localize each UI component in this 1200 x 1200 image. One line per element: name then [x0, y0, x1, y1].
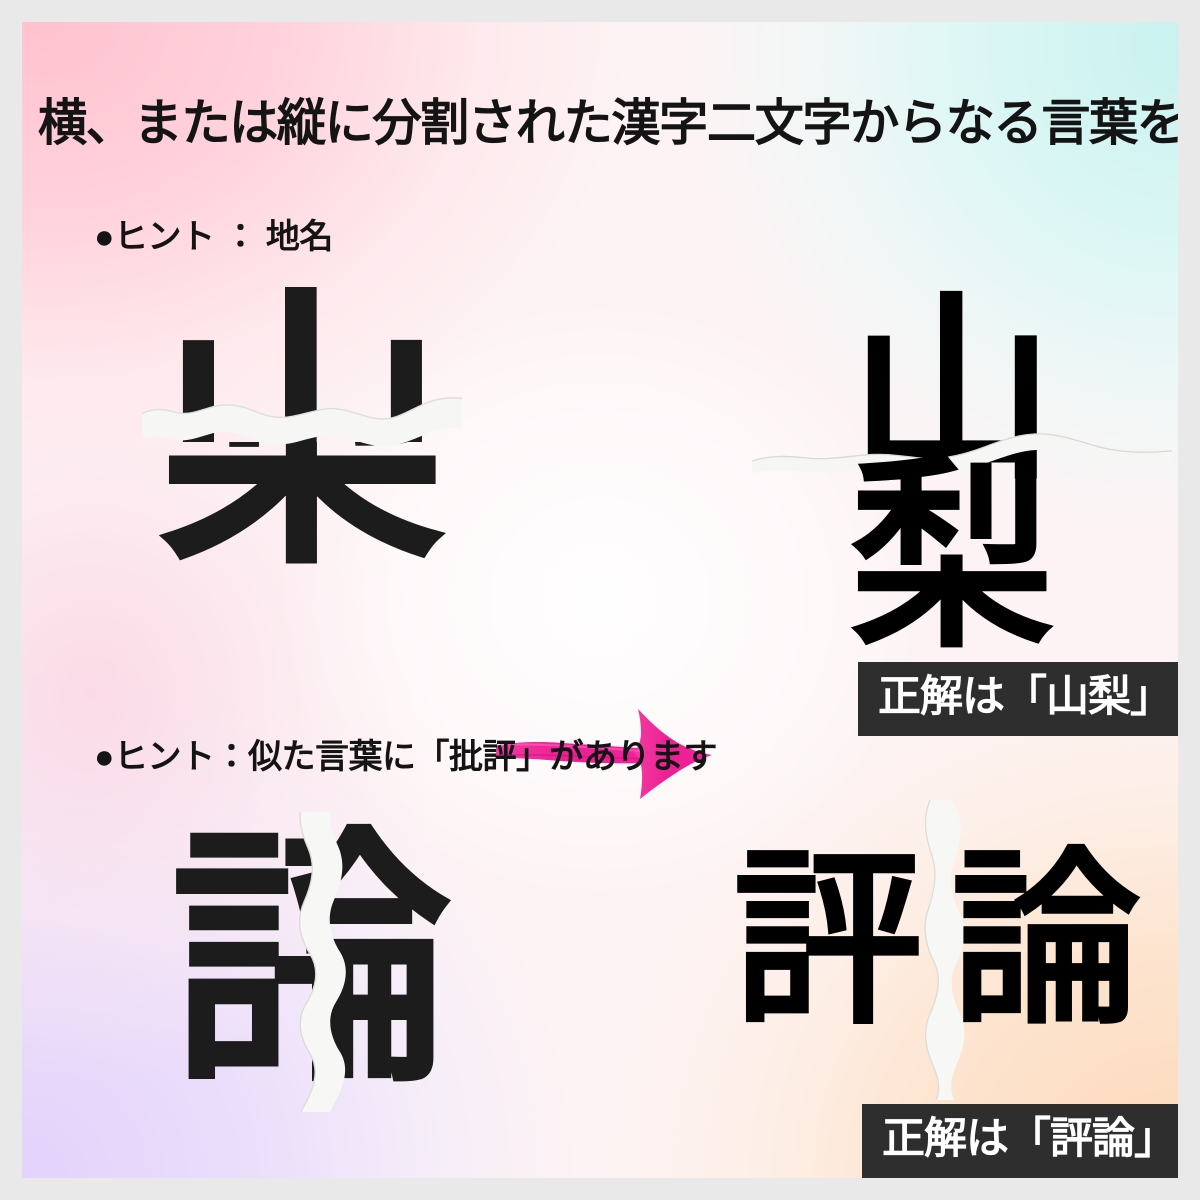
- hint-label-2: ●ヒント：似た言葉に「批評」があります: [94, 738, 718, 776]
- puzzle-glyph-1-bottom-fragment: 梨: [142, 442, 462, 597]
- answer-glyphs-2: 評 論: [722, 800, 1152, 1100]
- answer-badge-2: 正解は「評論」: [862, 1104, 1178, 1178]
- puzzle-glyph-1-top-char: 山: [142, 287, 462, 442]
- puzzle-glyph-2-right-char: 論: [312, 812, 452, 1112]
- gradient-canvas: 横、または縦に分割された漢字二文字からなる言葉を当ててみて! ●ヒント ： 地名…: [22, 22, 1178, 1178]
- answer-char-2-left: 評: [732, 828, 923, 1051]
- answer-badge-1: 正解は「山梨」: [858, 662, 1178, 736]
- answer-char-2-right: 論: [950, 828, 1141, 1051]
- puzzle-glyph-2: 評 論: [162, 812, 462, 1112]
- puzzle-glyph-1: 山 梨: [142, 287, 462, 597]
- page-title: 横、または縦に分割された漢字二文字からなる言葉を当ててみて!: [38, 95, 1178, 151]
- puzzle-glyph-1-top-fragment: 山: [142, 287, 462, 442]
- puzzle-glyph-2-left-fragment: 評: [162, 812, 312, 1112]
- puzzle-glyph-2-right-fragment: 論: [312, 812, 462, 1112]
- answer-glyphs-1: 山 梨: [752, 267, 1172, 660]
- hint-label-1: ●ヒント ： 地名: [94, 218, 333, 256]
- answer-char-1-lower: 梨: [849, 437, 1055, 677]
- puzzle-glyph-2-left-char: 評: [170, 812, 312, 1112]
- puzzle-row-2: 評 論: [22, 800, 1178, 1142]
- puzzle-glyph-1-bottom-char: 梨: [142, 442, 462, 580]
- puzzle-row-1: 山 梨: [22, 267, 1178, 799]
